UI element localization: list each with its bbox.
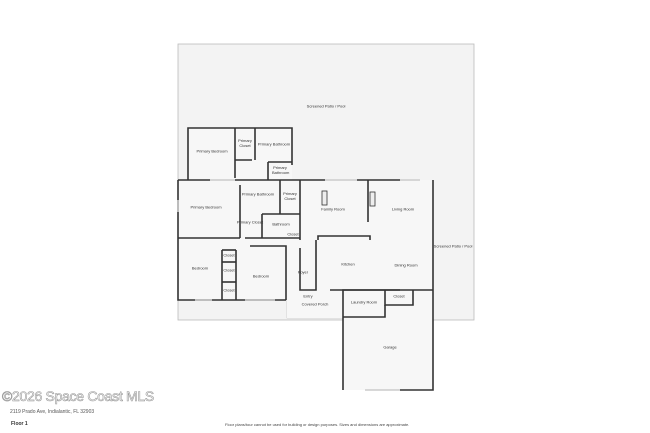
- room-label: Primary Bathroom: [241, 191, 275, 197]
- room-label: Closet: [223, 252, 235, 258]
- room-label: Closet: [223, 287, 235, 293]
- room-label: Covered Porch: [301, 301, 329, 307]
- room-label: Bedroom: [191, 265, 209, 271]
- fireplace-icon: [321, 190, 328, 206]
- watermark: ©2026 Space Coast MLS: [2, 388, 155, 405]
- address: 2119 Prado Ave, Indialantic, FL 32903: [10, 409, 95, 415]
- room-label: Bathroom: [272, 221, 290, 227]
- disclaimer: Floor plans/tour cannot be used for buil…: [225, 422, 410, 427]
- room-label: Primary Bedroom: [190, 204, 222, 210]
- room-label: Kitchen: [341, 261, 355, 267]
- room-label: Primary Closet: [238, 138, 252, 148]
- room-label: Dining Room: [394, 262, 418, 268]
- room-label: Family Room: [321, 206, 345, 212]
- room-label: Primary Bedroom: [196, 148, 228, 154]
- walls: [177, 127, 434, 391]
- room-label: Garage: [383, 344, 397, 350]
- floor-label: Floor 1: [11, 421, 28, 427]
- windows: [177, 179, 420, 391]
- room-label: Laundry Room: [350, 299, 378, 305]
- room-label: Primary Bathroom: [257, 141, 291, 147]
- room-label: Screened Patio / Pool: [306, 103, 346, 109]
- room-label: Primary Closet: [283, 191, 297, 201]
- fireplaces: [321, 190, 376, 207]
- room-label: Foyer: [297, 269, 309, 275]
- room-label: Living Room: [391, 206, 415, 212]
- room-label: Entry: [303, 293, 313, 299]
- house-interior: [178, 128, 433, 390]
- room-label: Closet: [287, 231, 299, 237]
- room-label: Screened Patio / Pool: [433, 243, 473, 249]
- room-label: Bedroom: [252, 273, 270, 279]
- room-label: Closet: [393, 293, 405, 299]
- fireplace-icon: [369, 191, 376, 207]
- room-label: Closet: [223, 267, 235, 273]
- room-label: Primary Bathroom: [272, 165, 290, 175]
- room-label: Primary Closet: [236, 219, 264, 225]
